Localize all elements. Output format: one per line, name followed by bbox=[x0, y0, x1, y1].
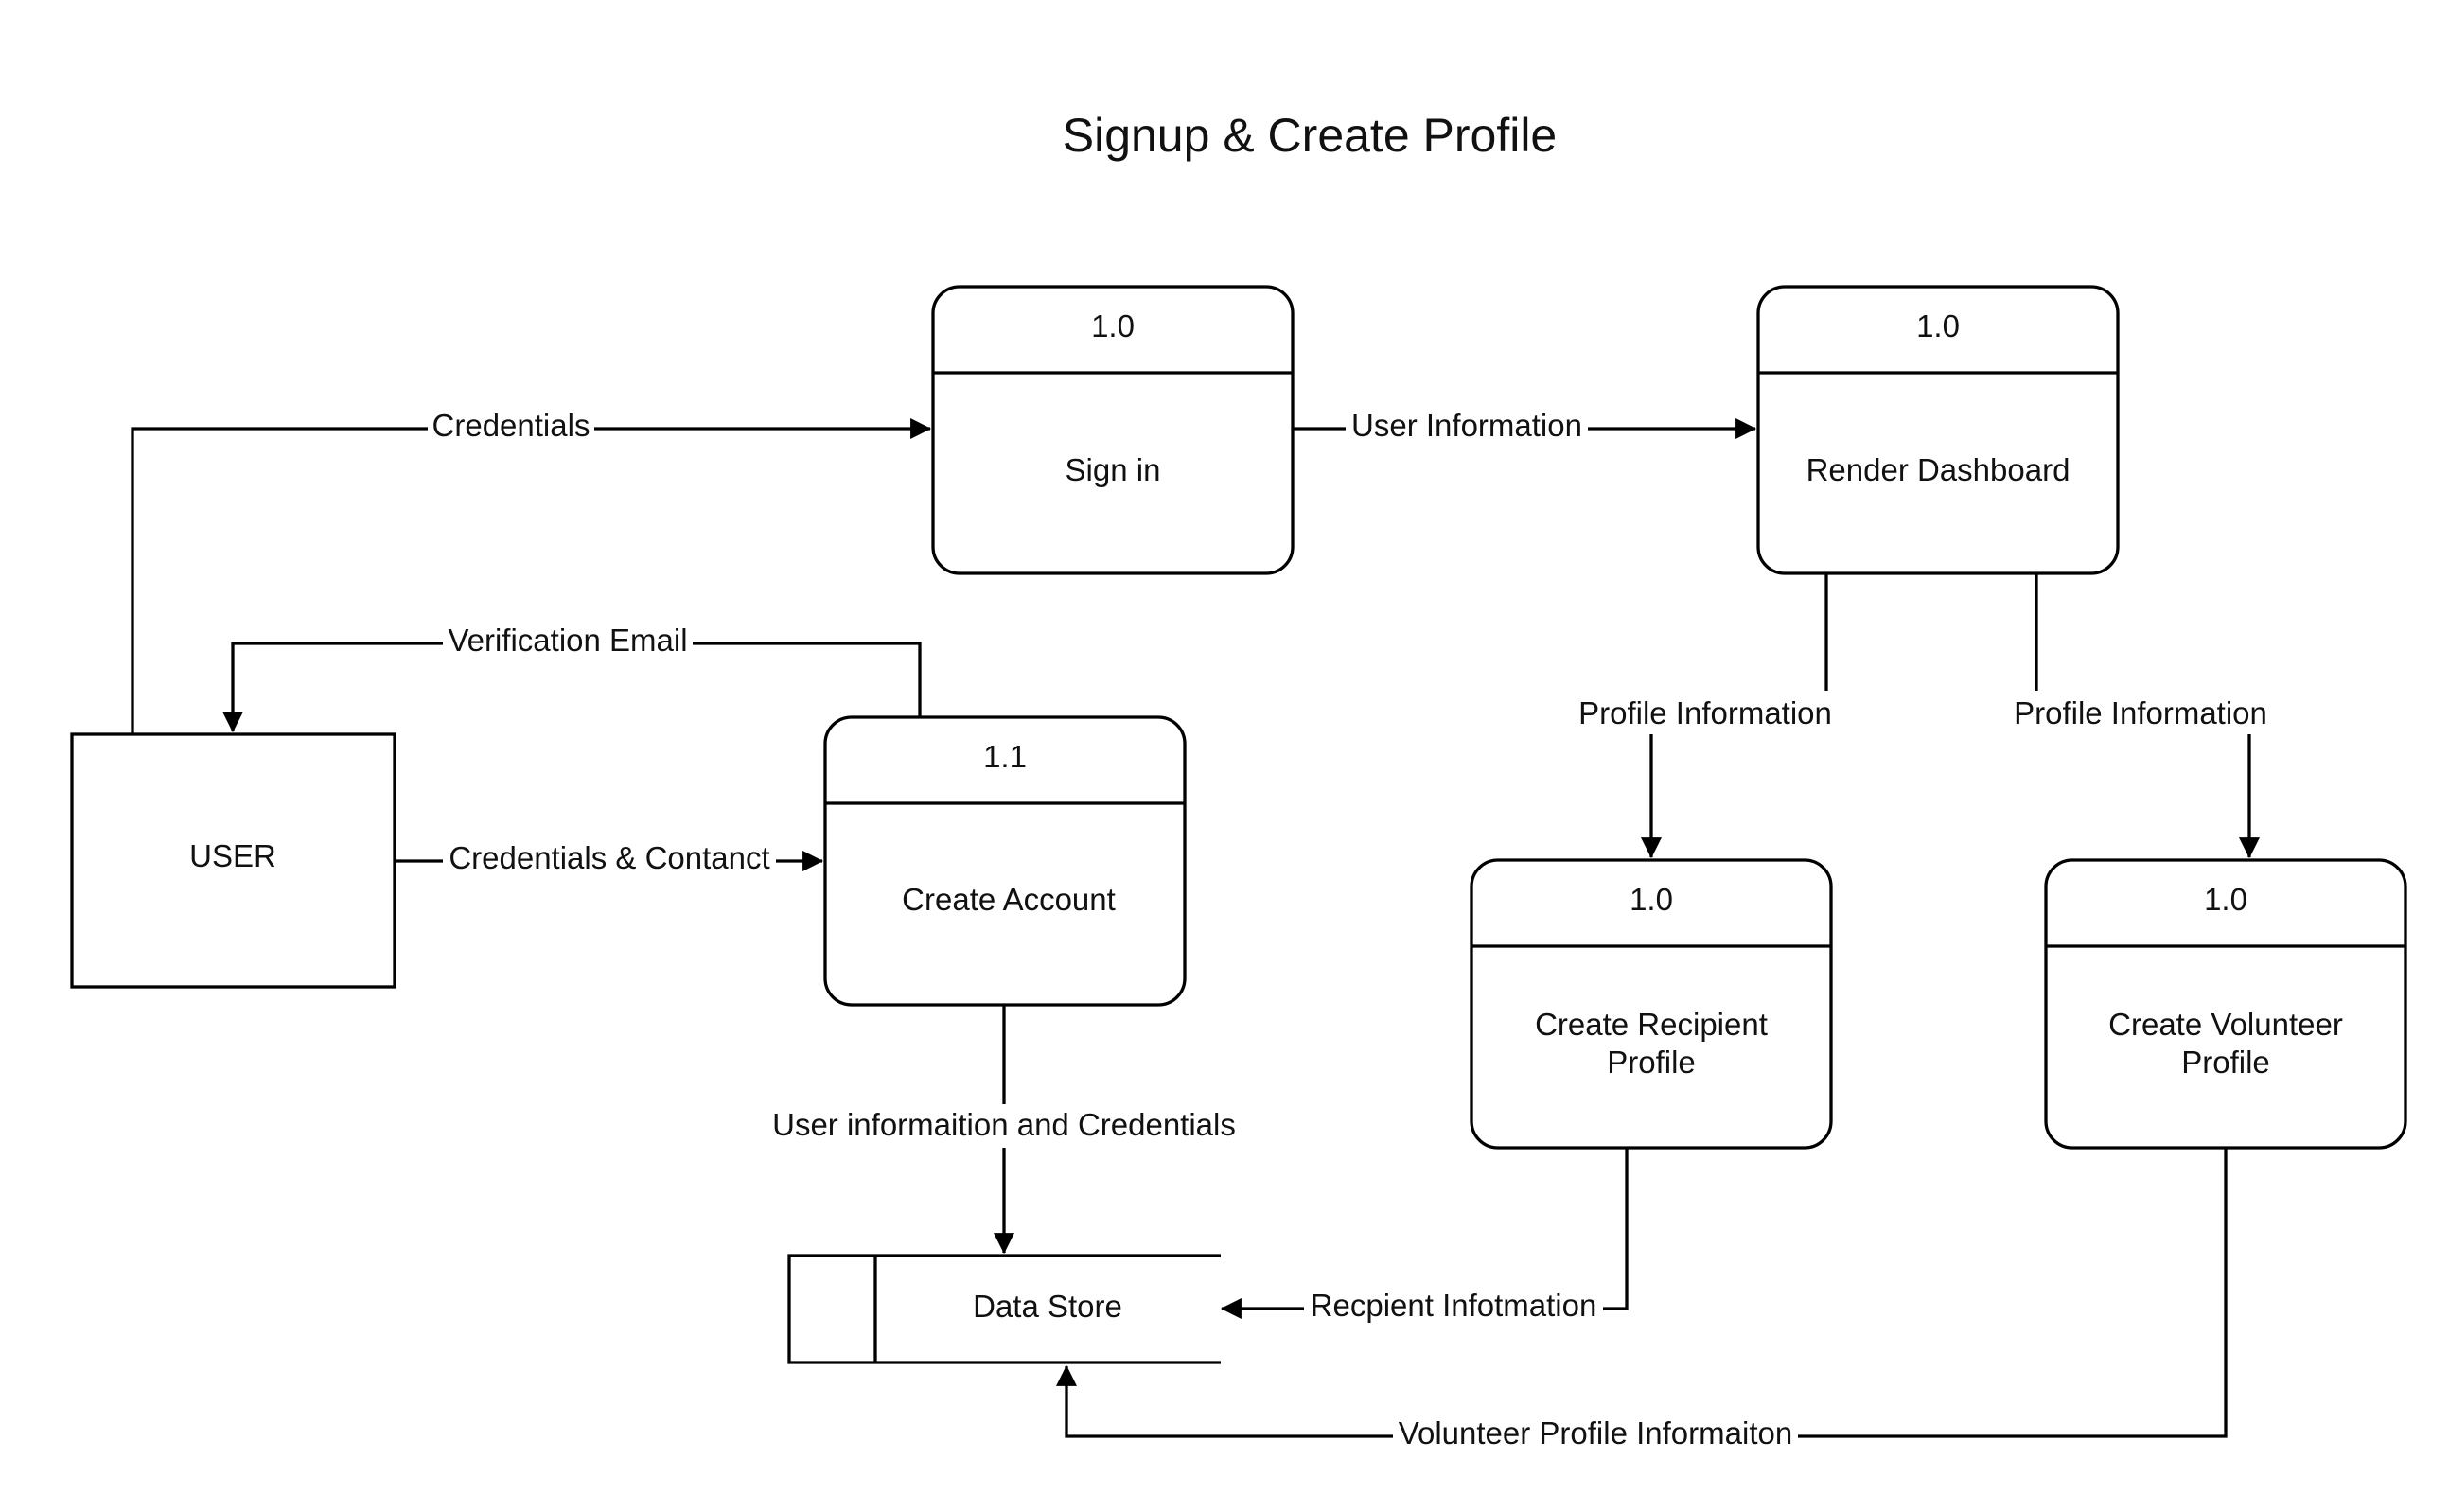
process-create-account-name: Create Account bbox=[902, 882, 1116, 917]
flow-label-profile-information-volunteer: Profile Information bbox=[2014, 695, 2267, 730]
flow-label-recipient-information: Recpient Infotmation bbox=[1311, 1288, 1597, 1323]
process-sign-in-number: 1.0 bbox=[1091, 308, 1135, 343]
process-create-volunteer-profile-number: 1.0 bbox=[2204, 882, 2247, 917]
process-sign-in: 1.0 Sign in bbox=[931, 285, 1295, 575]
process-sign-in-name: Sign in bbox=[1066, 452, 1161, 487]
process-create-recipient-profile: 1.0 Create Recipient Profile bbox=[1470, 858, 1833, 1150]
data-store: Data Store bbox=[787, 1254, 1221, 1364]
flow-label-verification-email: Verification Email bbox=[448, 623, 687, 658]
external-entity-user: USER bbox=[70, 732, 396, 989]
process-create-recipient-profile-number: 1.0 bbox=[1630, 882, 1673, 917]
flow-label-user-info-credentials: User informaition and Credentials bbox=[772, 1107, 1236, 1142]
process-create-account: 1.1 Create Account bbox=[823, 715, 1187, 1007]
flow-label-volunteer-profile-information: Volunteer Profile Informaiton bbox=[1399, 1415, 1792, 1450]
flow-line-recipient-information bbox=[1220, 1148, 1629, 1319]
flow-label-credentials-contact: Credentials & Contanct bbox=[449, 840, 769, 875]
data-store-label: Data Store bbox=[973, 1289, 1122, 1324]
process-create-recipient-profile-name-line2: Profile bbox=[1607, 1045, 1696, 1080]
flow-line-volunteer-profile-information bbox=[1056, 1148, 2228, 1438]
process-create-volunteer-profile: 1.0 Create Volunteer Profile bbox=[2044, 858, 2407, 1150]
process-create-volunteer-profile-name-line1: Create Volunteer bbox=[2108, 1007, 2343, 1042]
flow-label-credentials: Credentials bbox=[432, 408, 590, 443]
diagram-title: Signup & Create Profile bbox=[1063, 109, 1558, 162]
process-render-dashboard-number: 1.0 bbox=[1916, 308, 1960, 343]
process-create-account-number: 1.1 bbox=[983, 739, 1027, 774]
flow-label-profile-information-recipient: Profile Information bbox=[1578, 695, 1832, 730]
external-entity-user-label: USER bbox=[189, 838, 276, 873]
flow-line-credentials bbox=[131, 418, 932, 734]
process-create-volunteer-profile-name-line2: Profile bbox=[2181, 1045, 2270, 1080]
process-render-dashboard: 1.0 Render Dashboard bbox=[1756, 285, 2120, 575]
flow-label-user-information: User Information bbox=[1351, 408, 1582, 443]
process-render-dashboard-name: Render Dashboard bbox=[1806, 452, 2070, 487]
process-create-recipient-profile-name-line1: Create Recipient bbox=[1535, 1007, 1768, 1042]
